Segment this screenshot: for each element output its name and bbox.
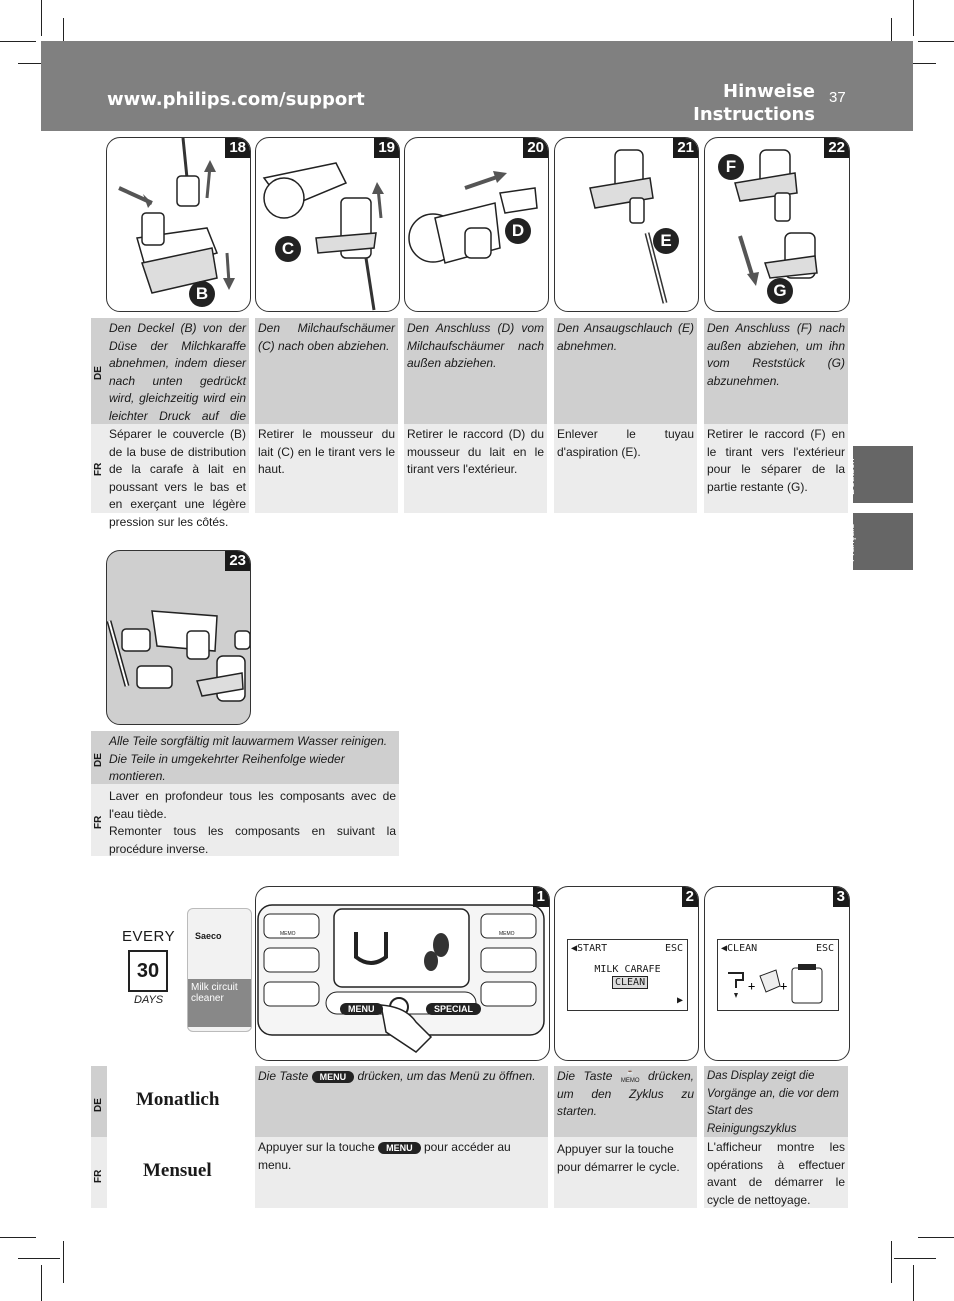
- header-title-de: Hinweise: [723, 81, 815, 102]
- page-number: 37: [829, 89, 846, 106]
- milk-nozzle-drawing: [118, 138, 235, 294]
- display-clean-illustration: 3 ◀CLEAN ESC + +: [704, 886, 850, 1061]
- lang-label-de: DE: [91, 1066, 107, 1137]
- step-19-text-de: Den Milchaufschäumer (C) nach oben abzie…: [255, 318, 398, 424]
- step-19-illustration: 19 C: [255, 137, 400, 312]
- control-panel-illustration: 1 MENU SPECIAL MEMO MEMO: [255, 886, 550, 1061]
- calendar-icon: 30: [128, 950, 168, 992]
- step-23-illustration: 23: [106, 550, 251, 725]
- control-panel-drawing: [257, 904, 545, 1053]
- step-23-text-fr: Laver en profondeur tous les composants …: [106, 784, 399, 856]
- display-start-illustration: 2 ◀START ESC MILK CARAFE CLEAN ▶: [554, 886, 699, 1061]
- memo-label: MEMO: [280, 931, 296, 937]
- step-number: 19: [374, 138, 399, 158]
- step-22-text-fr: Retirer le raccord (F) en le tirant vers…: [704, 424, 848, 513]
- step-number: 21: [673, 138, 698, 158]
- support-url[interactable]: www.philips.com/support: [107, 89, 365, 110]
- lang-label-de: DE: [91, 318, 107, 424]
- memo-cup-icon: ☕MEMO: [620, 1069, 640, 1084]
- esc-label: ESC: [815, 943, 834, 954]
- right-arrow-icon: ▶: [676, 995, 683, 1006]
- connector-drawing: [408, 171, 538, 264]
- lang-label-fr: FR: [91, 784, 107, 856]
- step-18-text-fr: Séparer le couvercle (B) de la buse de d…: [106, 424, 249, 529]
- monthly-step3-text-fr: L'afficheur montre les opérations à effe…: [704, 1137, 848, 1208]
- menu-button[interactable]: MENU: [340, 1003, 383, 1015]
- memo-label: MEMO: [499, 931, 515, 937]
- step-20-text-de: Den Anschluss (D) vom Milchaufschäumer n…: [404, 318, 547, 424]
- monthly-step2-text-fr: Appuyer sur la touche pour démarrer le c…: [554, 1137, 697, 1208]
- step-18-text-de: Den Deckel (B) von der Düse der Milchkar…: [106, 318, 249, 440]
- callout-e: E: [653, 228, 679, 254]
- step-number: 23: [225, 551, 250, 571]
- svg-text:+: +: [780, 979, 787, 993]
- callout-d: D: [505, 218, 531, 244]
- step-20-illustration: 20 D: [404, 137, 549, 312]
- step-22-illustration: 22 F G: [704, 137, 850, 312]
- all-parts-drawing: [107, 610, 250, 702]
- lang-label-de: DE: [91, 731, 107, 784]
- milk-frother-drawing: [262, 162, 384, 311]
- side-tab-francais[interactable]: Français: [846, 513, 913, 570]
- step-number: 3: [832, 887, 849, 907]
- page-header: www.philips.com/support Hinweise Instruc…: [41, 41, 913, 131]
- callout-c: C: [275, 236, 301, 262]
- suction-tube-drawing: [589, 149, 668, 304]
- step-23-text-de: Alle Teile sorgfältig mit lauwarmem Wass…: [106, 731, 399, 784]
- every-30-days-calendar: EVERY 30 DAYS: [122, 928, 176, 1006]
- step-21-illustration: 21 E: [554, 137, 699, 312]
- step-21-text-fr: Enlever le tuyau d'aspiration (E).: [554, 424, 697, 513]
- esc-label: ESC: [664, 943, 683, 954]
- connector-separation-drawing: [734, 149, 818, 286]
- lang-label-fr: FR: [91, 1137, 107, 1208]
- monthly-step2-text-de: Die Taste ☕MEMO drücken, um den Zyklus z…: [554, 1066, 697, 1137]
- callout-b: B: [189, 281, 215, 307]
- clean-option: CLEAN: [612, 976, 649, 989]
- clean-label: ◀CLEAN: [721, 943, 758, 954]
- milk-circuit-cleaner-product: Saeco Milk circuit cleaner: [187, 908, 252, 1032]
- step-20-text-fr: Retirer le raccord (D) du mousseur du la…: [404, 424, 547, 513]
- svg-text:+: +: [748, 979, 755, 993]
- step-number: 20: [523, 138, 548, 158]
- cleaning-operations-icon: + +: [728, 964, 823, 1004]
- step-18-illustration: 18 B: [106, 137, 251, 312]
- step-22-text-de: Den Anschluss (F) nach außen abziehen, u…: [704, 318, 848, 424]
- step-number: 22: [824, 138, 849, 158]
- lcd-screen: ◀START ESC MILK CARAFE CLEAN ▶: [567, 939, 688, 1011]
- frequency-label-fr: Mensuel: [143, 1160, 212, 1181]
- step-21-text-de: Den Ansaugschlauch (E) abnehmen.: [554, 318, 697, 424]
- step-19-text-fr: Retirer le mousseur du lait (C) en le ti…: [255, 424, 398, 513]
- step-number: 1: [532, 887, 549, 907]
- lcd-screen: ◀CLEAN ESC + +: [717, 939, 839, 1011]
- callout-g: G: [767, 278, 793, 304]
- frequency-label-de: Monatlich: [136, 1089, 220, 1110]
- start-label: ◀START: [571, 943, 608, 954]
- side-tab-deutsch[interactable]: Deutsch: [846, 446, 913, 503]
- callout-f: F: [718, 154, 744, 180]
- monthly-step3-text-de: Das Display zeigt die Vorgänge an, die v…: [704, 1066, 848, 1152]
- monthly-step1-text-fr: Appuyer sur la touche MENU pour accéder …: [255, 1137, 548, 1208]
- menu-button-icon: MENU: [311, 1070, 355, 1083]
- special-button[interactable]: SPECIAL: [426, 1003, 482, 1015]
- step-number: 2: [681, 887, 698, 907]
- lang-label-fr: FR: [91, 424, 107, 513]
- menu-button-icon: MENU: [378, 1141, 421, 1154]
- step-number: 18: [225, 138, 250, 158]
- milk-carafe-label: MILK CARAFE: [594, 964, 661, 975]
- header-title-fr: Instructions: [693, 104, 815, 125]
- monthly-step1-text-de: Die Taste MENU drücken, um das Menü zu ö…: [255, 1066, 548, 1137]
